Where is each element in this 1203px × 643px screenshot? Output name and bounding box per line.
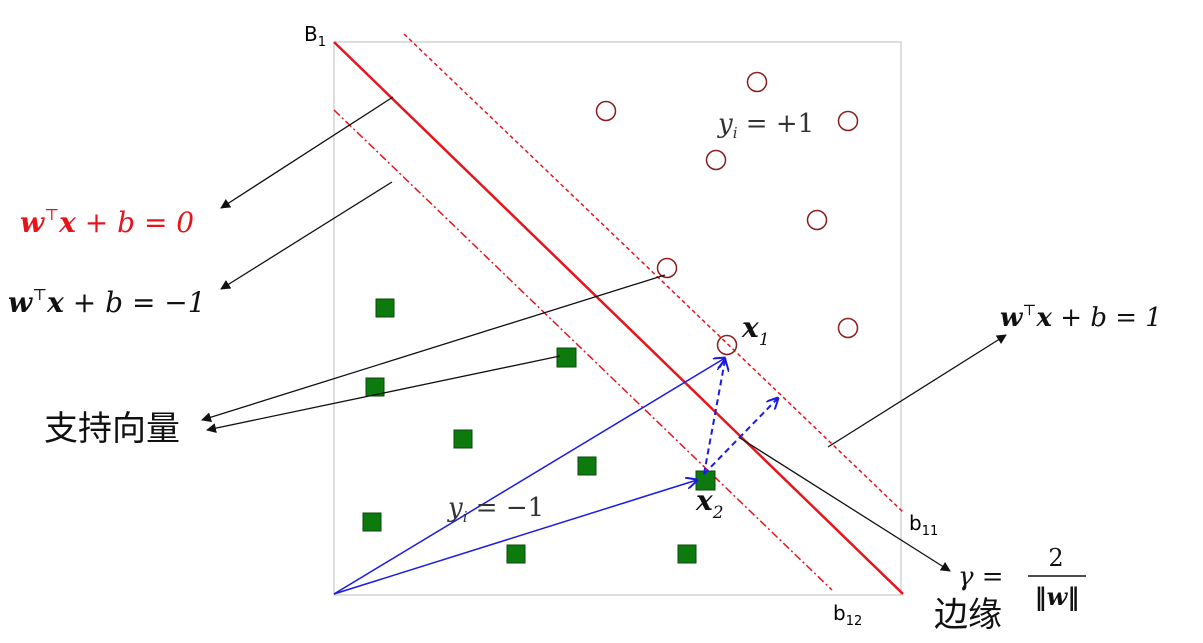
label-b12: b12	[833, 601, 862, 629]
negative-point	[556, 347, 577, 368]
gamma-numerator: 2	[1048, 544, 1063, 572]
negative-margin-line	[333, 109, 833, 591]
label-margin: 边缘	[934, 595, 1002, 635]
negative-point	[577, 456, 597, 476]
positive-point	[837, 110, 859, 132]
pointer-margin	[739, 437, 951, 572]
positive-point	[656, 257, 678, 279]
negative-point	[362, 512, 382, 532]
margin-vector	[703, 398, 778, 475]
label-x1: x1	[741, 311, 770, 350]
negative-points	[362, 298, 716, 564]
negative-point	[453, 429, 473, 449]
pointer-support-vector-2	[206, 355, 561, 434]
equation-negative-margin: w⊤x + b = −1	[8, 285, 206, 319]
pointer-hyperplane	[220, 96, 394, 209]
positive-point	[746, 71, 768, 93]
positive-point	[716, 334, 738, 356]
negative-point	[375, 298, 395, 318]
pointer-support-vector-1	[201, 274, 666, 423]
label-b11: b11	[909, 511, 938, 539]
positive-point	[595, 100, 617, 122]
positive-point	[837, 317, 859, 339]
positive-points	[595, 71, 859, 356]
vector-x1	[333, 358, 725, 595]
gamma-denominator: ‖w‖	[1035, 582, 1080, 611]
label-class-positive: yi = +1	[717, 109, 814, 142]
negative-point	[506, 544, 526, 564]
positive-point	[705, 149, 727, 171]
label-gamma: γ =	[958, 562, 1004, 592]
label-b1: B1	[304, 22, 326, 50]
vector-x2	[333, 480, 697, 595]
label-class-negative: yi = −1	[447, 493, 544, 526]
negative-point	[365, 377, 385, 397]
negative-point	[677, 544, 697, 564]
plot-frame	[333, 41, 902, 596]
pointer-positive-margin	[827, 334, 1007, 448]
label-support-vectors: 支持向量	[44, 409, 180, 449]
positive-point	[806, 209, 828, 231]
pointer-negative-margin	[220, 181, 393, 290]
label-x2: x2	[695, 484, 724, 523]
equation-hyperplane: w⊤x + b = 0	[20, 205, 194, 239]
positive-margin-line	[403, 33, 904, 513]
hyperplane-line	[333, 41, 904, 595]
equation-positive-margin: w⊤x + b = 1	[1000, 301, 1162, 333]
